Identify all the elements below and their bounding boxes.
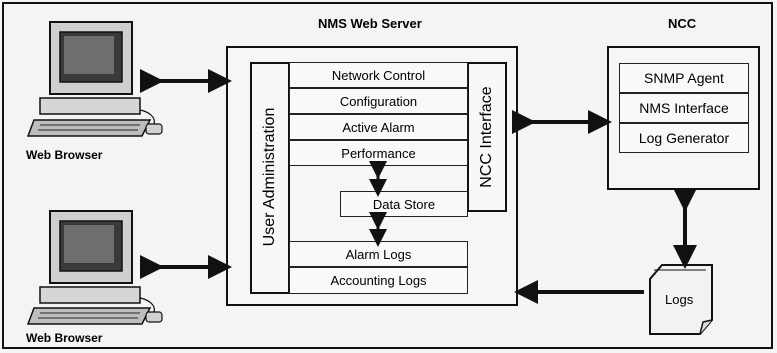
- web-browser-label-top: Web Browser: [26, 148, 103, 162]
- module-configuration: Configuration: [289, 88, 468, 114]
- web-browser-label-bottom: Web Browser: [26, 331, 103, 345]
- ncc-title: NCC: [668, 16, 697, 31]
- user-admin-column: [250, 62, 290, 294]
- logs-document-label: Logs: [665, 292, 694, 307]
- ncc-snmp-agent: SNMP Agent: [619, 63, 749, 93]
- module-network-control: Network Control: [289, 62, 468, 88]
- module-alarm-logs: Alarm Logs: [289, 241, 468, 267]
- diagram-frame: [2, 2, 773, 349]
- module-accounting-logs: Accounting Logs: [289, 267, 468, 294]
- nms-web-server-title: NMS Web Server: [318, 16, 422, 31]
- ncc-nms-interface: NMS Interface: [619, 93, 749, 123]
- module-active-alarm: Active Alarm: [289, 114, 468, 140]
- ncc-interface-column: [467, 62, 507, 212]
- ncc-log-generator: Log Generator: [619, 123, 749, 153]
- computer-icon-top: [26, 21, 163, 137]
- computer-icon-bottom: [26, 210, 163, 325]
- data-store: Data Store: [340, 191, 468, 217]
